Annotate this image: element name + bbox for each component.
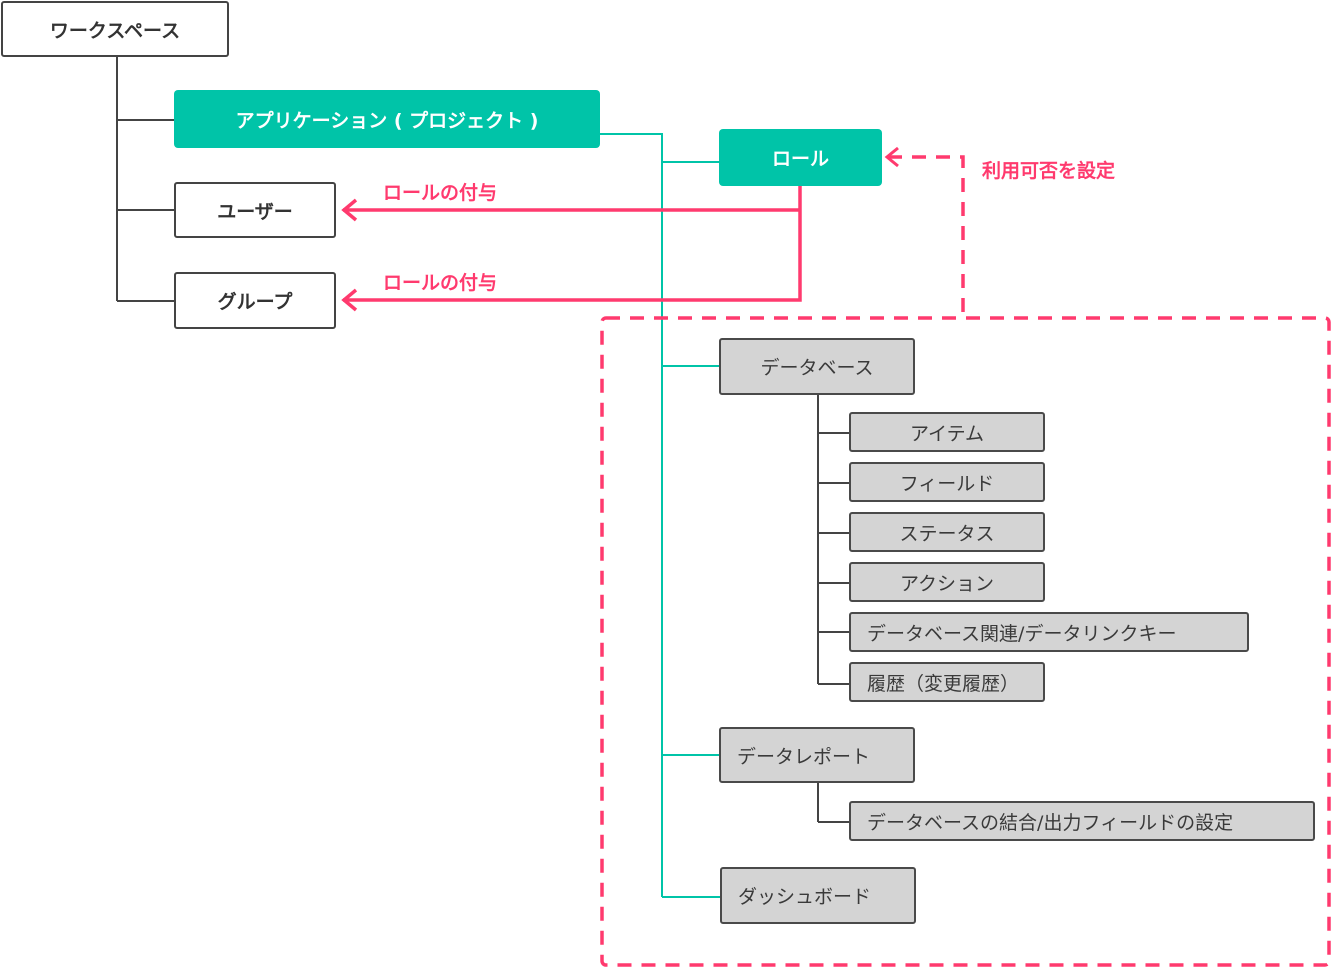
- field-node[interactable]: フィールド: [849, 462, 1045, 502]
- action-node[interactable]: アクション: [849, 562, 1045, 602]
- db-join-node[interactable]: データベースの結合/出力フィールドの設定: [849, 801, 1315, 841]
- availability-dashed-lines: [600, 155, 1331, 967]
- user-node[interactable]: ユーザー: [174, 182, 336, 238]
- role-node[interactable]: ロール: [719, 129, 882, 186]
- status-node[interactable]: ステータス: [849, 512, 1045, 552]
- application-node[interactable]: アプリケーション ( プロジェクト ): [174, 90, 600, 148]
- application-tree-lines: [599, 133, 720, 898]
- item-node[interactable]: アイテム: [849, 412, 1045, 452]
- workspace-tree-lines: [116, 57, 850, 823]
- data-report-node[interactable]: データレポート: [719, 727, 915, 783]
- database-node[interactable]: データベース: [719, 338, 915, 395]
- workspace-node[interactable]: ワークスペース: [1, 1, 229, 57]
- assign-role-user-label: ロールの付与: [383, 182, 498, 204]
- dashed-arrowhead: [884, 146, 899, 168]
- db-relation-node[interactable]: データベース関連/データリンクキー: [849, 612, 1249, 652]
- history-node[interactable]: 履歴（変更履歴）: [849, 662, 1045, 702]
- assign-role-group-label: ロールの付与: [383, 272, 498, 294]
- group-node[interactable]: グループ: [174, 272, 336, 329]
- set-availability-label: 利用可否を設定: [982, 160, 1116, 182]
- role-assignment-arrows: [341, 185, 802, 312]
- dashboard-node[interactable]: ダッシュボード: [720, 867, 916, 924]
